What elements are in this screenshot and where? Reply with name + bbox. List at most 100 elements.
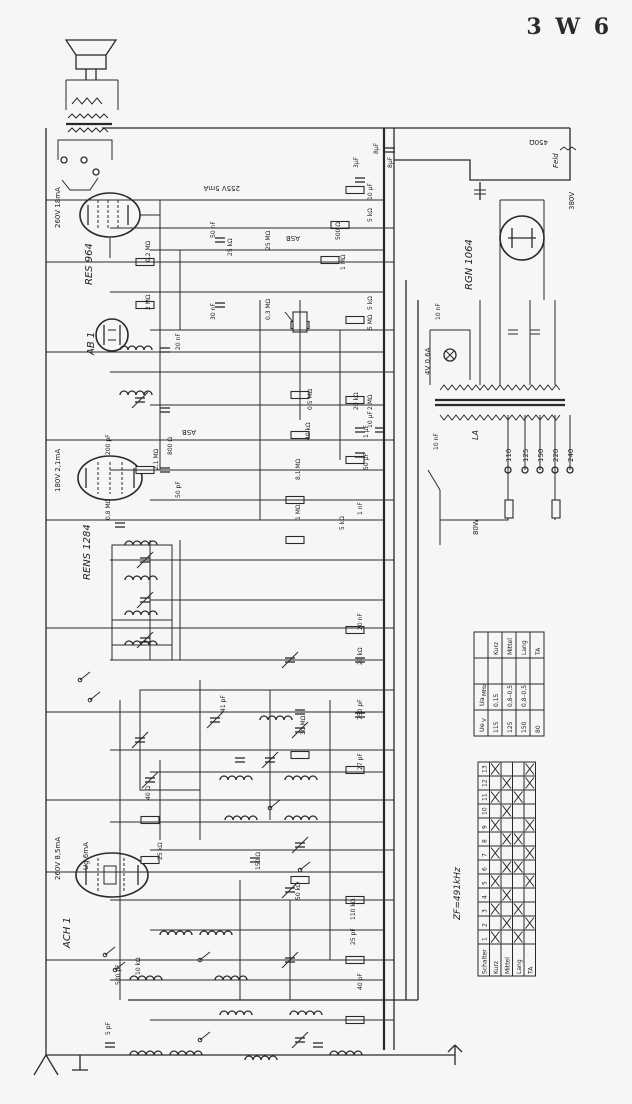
contact-closed-mark (525, 763, 535, 775)
contact-closed-mark (502, 805, 512, 817)
component-value-label: 2 MΩ (367, 394, 374, 410)
note-power-current: 260V 18mA (54, 187, 62, 228)
component-value-label: 1 μF (363, 424, 370, 438)
note-if-frequency: ZF=491kHz (453, 867, 463, 921)
contact-number: 10 (482, 807, 489, 815)
switch-table-header: Ue (478, 723, 486, 732)
component-value-label: 500 Ω (335, 222, 342, 240)
tube-res964 (79, 192, 160, 258)
component-value-label: 40 Ω (145, 785, 152, 800)
component-value-label: 20 kΩ (353, 392, 360, 410)
labels: RES 964 AB 1 RENS 1284 ACH 1 RGN 1064 26… (54, 138, 576, 949)
output-transformer (57, 113, 113, 191)
switch-table-cell: Lang (521, 640, 528, 655)
contact-closed-mark (502, 889, 512, 901)
note-ach-current: 260V 8,5mA (54, 837, 62, 880)
component-value-label: 1 MΩ (295, 504, 302, 520)
tube-rens1284 (77, 455, 143, 501)
component-value-label: 750 pF (357, 699, 364, 720)
contact-closed-mark (513, 833, 523, 845)
contact-closed-mark (525, 875, 535, 887)
mains-tap-label: 110 (505, 449, 513, 462)
component-value-label: 10 μF (367, 183, 374, 200)
component-value-label: 500 pF (115, 964, 122, 985)
power-transformer (429, 300, 565, 421)
bus-components (105, 147, 395, 1049)
switch-table-unit: MHz (482, 684, 488, 696)
note-ach-screen: Ug 6mA (82, 842, 90, 870)
label-tube-rgn1064: RGN 1064 (464, 239, 475, 290)
mains-tap-label: 125 (522, 449, 530, 462)
switch-table-cell: 80 (535, 725, 542, 733)
antenna-icon (33, 1044, 463, 1076)
signal-lines (46, 199, 394, 1021)
mains-tap-label: 220 (552, 449, 560, 462)
switch-table-cell: 115 (493, 721, 500, 733)
contact-closed-mark (502, 861, 512, 873)
tube-rgn1064 (499, 199, 545, 300)
contact-closed-mark (525, 819, 535, 831)
contact-number: 8 (482, 839, 489, 843)
contact-closed-mark (490, 819, 500, 831)
contact-row-label: Lang (516, 959, 523, 974)
component-value-label: 200 pF (105, 434, 112, 455)
component-value-label: 3μF (353, 156, 360, 168)
contact-closed-mark (490, 931, 500, 943)
note-la: LA (471, 430, 480, 440)
component-value-label: 25 pF (350, 928, 357, 945)
switch-table: UaUeMHzVKurz0,15115Mittel0,8–0,5125Lang0… (473, 631, 545, 737)
note-avc2: ASB (286, 234, 300, 242)
component-value-label: 10 nF (435, 303, 442, 320)
component-value-label: 2,1 MΩ (153, 448, 160, 470)
note-field: Feld (552, 153, 560, 168)
component-value-label: 50 pF (175, 481, 182, 498)
contact-closed-mark (502, 917, 512, 929)
component-value-label: 0,5 MΩ (307, 388, 314, 410)
component-value-label: 40 kΩ (305, 422, 312, 440)
component-value-label: 10 kΩ (135, 957, 142, 975)
tube-ab1 (95, 318, 129, 352)
component-value-label: 0,2 MΩ (145, 240, 152, 262)
contact-closed-mark (513, 931, 523, 943)
tube-ach1 (75, 852, 149, 898)
coil-groups (77, 345, 363, 1061)
contact-closed-mark (525, 847, 535, 859)
note-screen-current: 255V 5mA (203, 184, 240, 192)
mains-tap-label: 150 (537, 449, 545, 462)
contact-row-label: TA (528, 966, 535, 975)
component-value-label: 50 kΩ (295, 882, 302, 900)
note-anode-voltage: 380V (568, 192, 576, 210)
component-value-label: 20 kΩ (357, 647, 364, 665)
component-value-label: 5 kΩ (367, 296, 374, 310)
component-value-label: 27 pF (357, 753, 364, 770)
component-value-label: 20 nF (175, 333, 182, 350)
component-value-label: 10 nF (433, 433, 440, 450)
component-value-label: 10 μF (367, 411, 374, 428)
component-value-label: 8μF (387, 156, 394, 168)
component-value-label: 0,8 MΩ (105, 498, 112, 520)
contact-number: 9 (482, 825, 489, 829)
switch-table-unit: V (482, 718, 488, 722)
switch-table-cell: 125 (507, 721, 514, 733)
contact-row-label: Mittel (505, 957, 512, 974)
contact-closed-mark (490, 903, 500, 915)
component-value-label: 8,1 MΩ (295, 458, 302, 480)
note-heater: 4V 0,6A (424, 347, 432, 375)
label-tube-rens1284: RENS 1284 (82, 524, 93, 580)
component-value-label: 800 Ω (167, 437, 174, 455)
contact-row-label: Kurz (493, 961, 500, 974)
label-tube-ab1: AB 1 (86, 332, 97, 356)
label-tube-res964: RES 964 (84, 243, 95, 285)
component-value-label: 25 kΩ (157, 842, 164, 860)
contact-closed-mark (490, 847, 500, 859)
component-value-label: 30 nF (210, 303, 217, 320)
note-rens-current: 180V 2,1mA (54, 449, 62, 492)
contact-number: 7 (482, 853, 489, 857)
contact-number: 5 (482, 881, 489, 885)
component-value-label: 25 MΩ (265, 230, 272, 250)
component-value-label: 50 μF (363, 453, 370, 470)
